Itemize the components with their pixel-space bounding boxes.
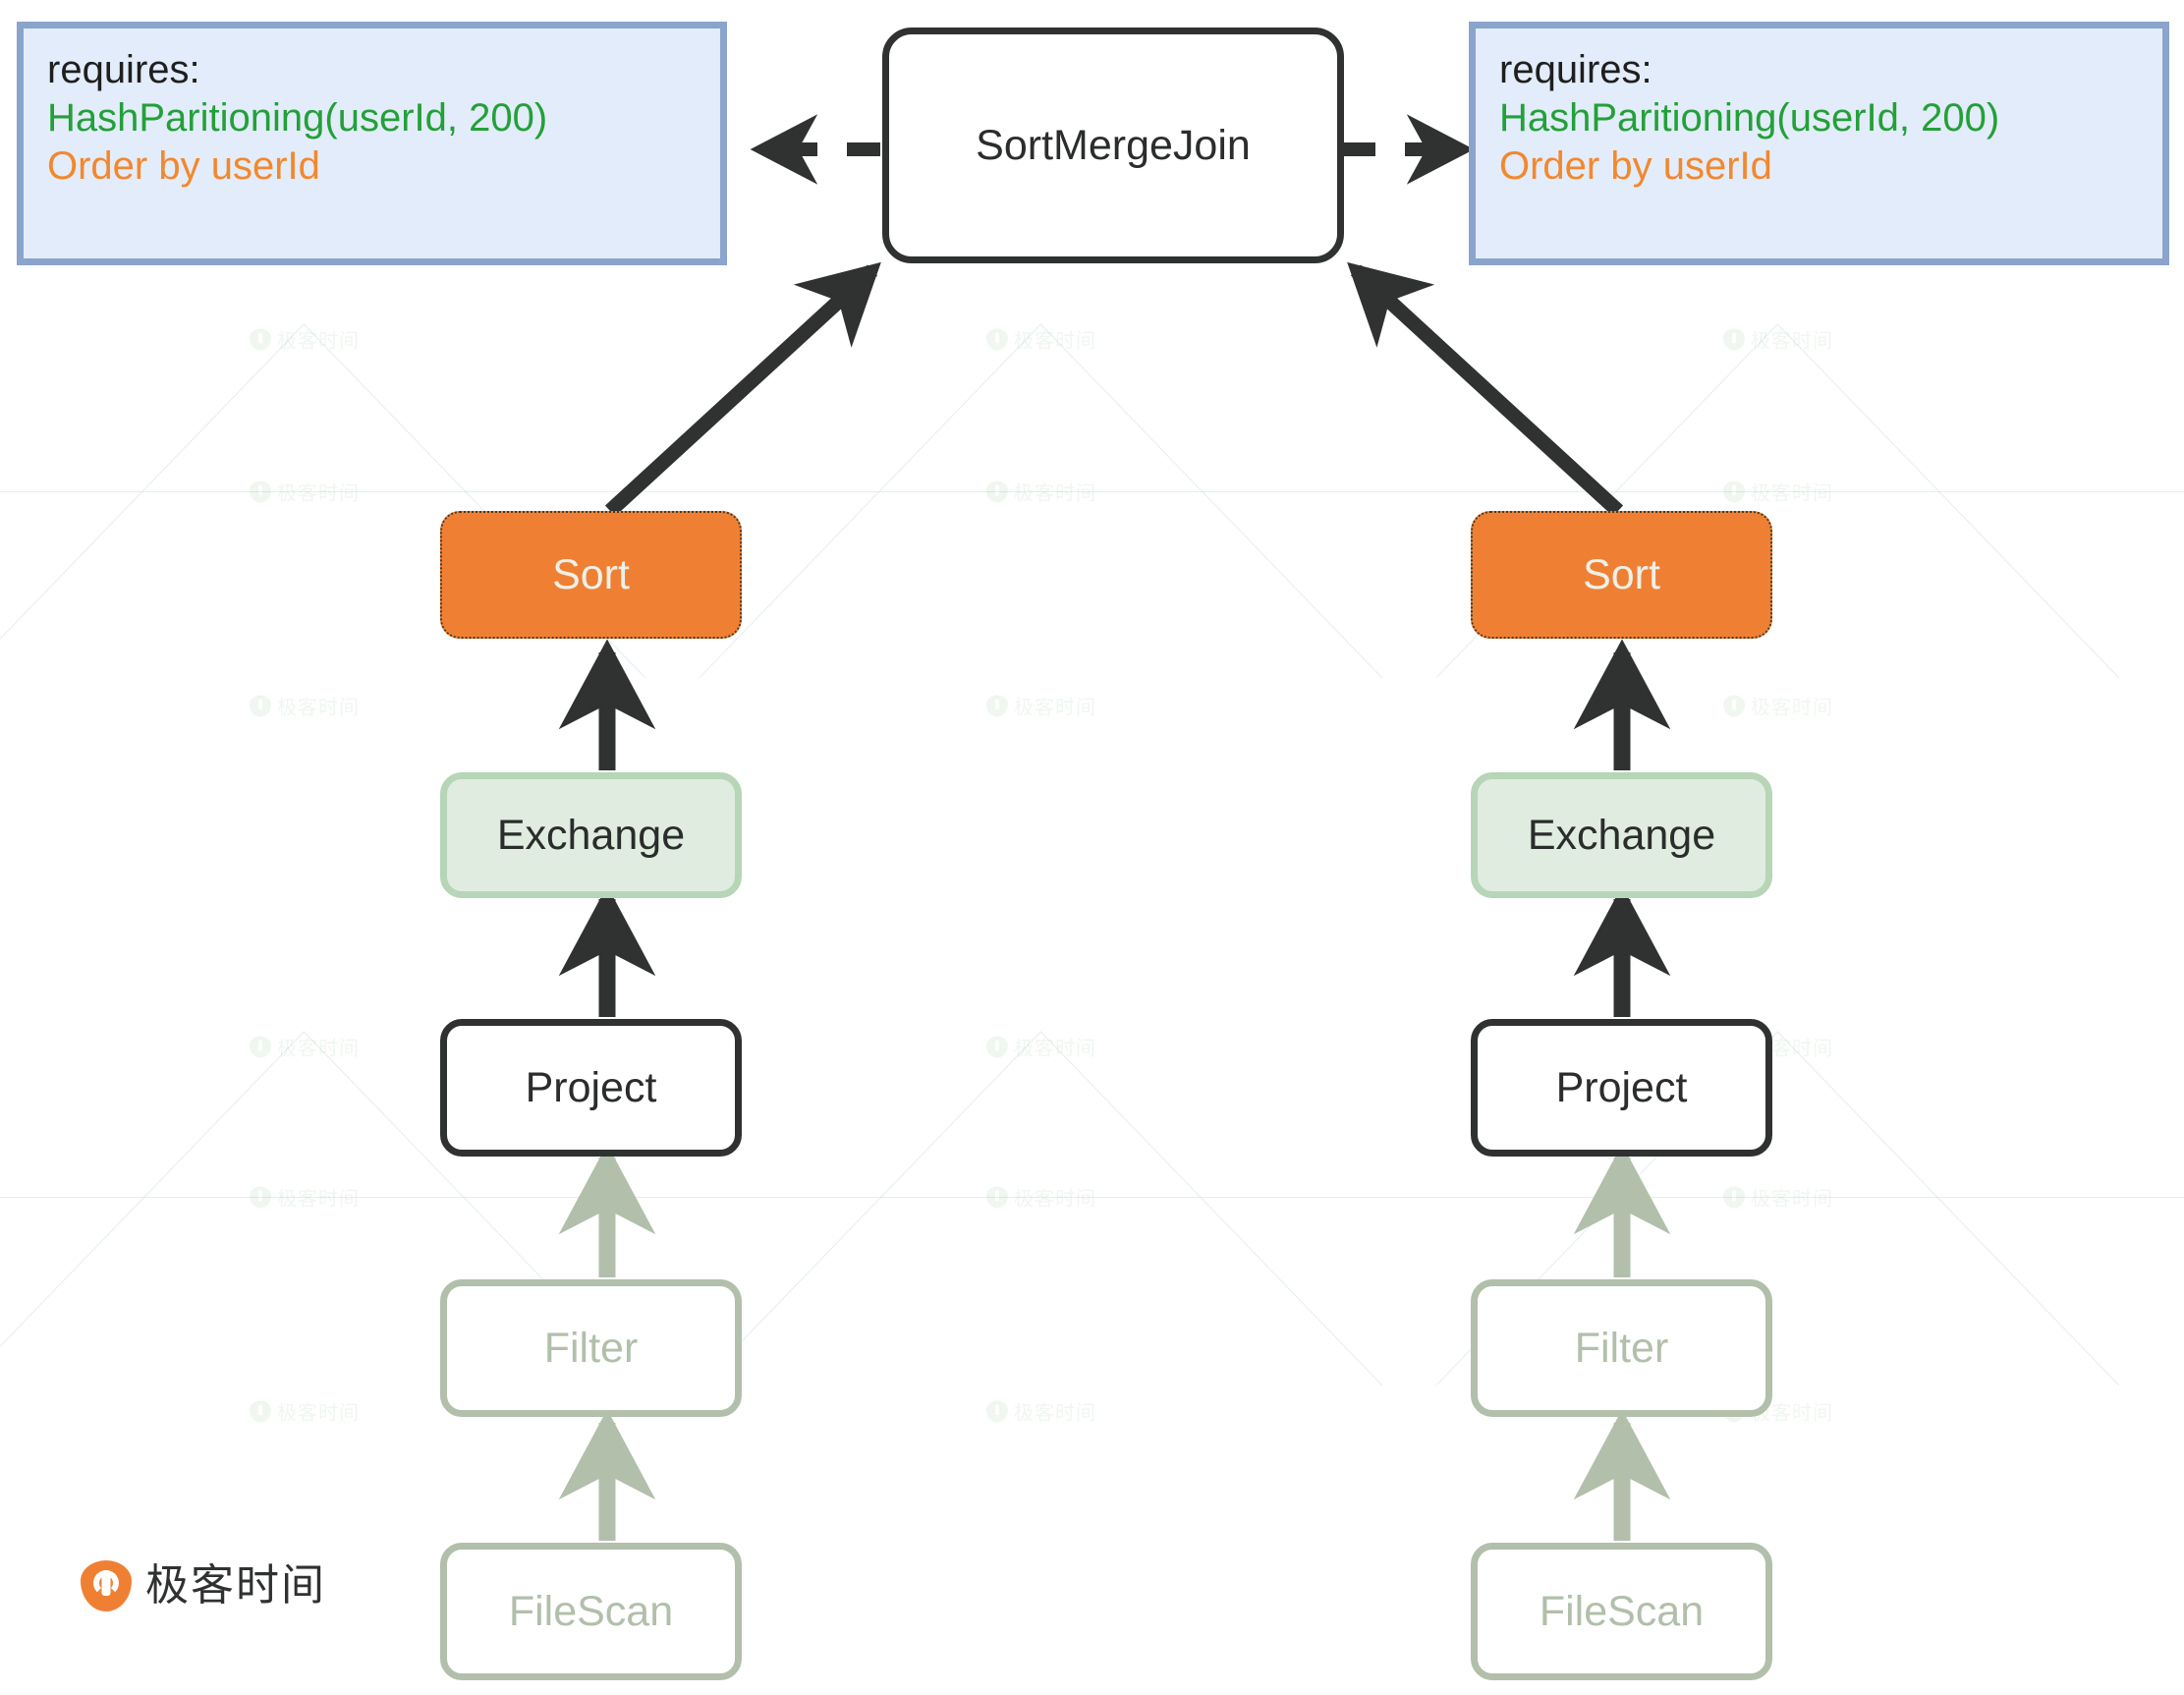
node-left-sort-label: Sort bbox=[552, 550, 630, 598]
geektime-logo-icon bbox=[81, 1560, 132, 1611]
edge-left-sort-to-join bbox=[604, 261, 881, 517]
watermark-text: 极客时间 bbox=[1751, 695, 1833, 719]
watermark-text: 极客时间 bbox=[277, 1186, 360, 1211]
node-left-project[interactable]: Project bbox=[440, 1019, 742, 1157]
node-right-filter[interactable]: Filter bbox=[1471, 1279, 1772, 1417]
node-right-exchange-label: Exchange bbox=[1527, 811, 1716, 859]
watermark-text: 极客时间 bbox=[1751, 328, 1833, 353]
watermark-text: 极客时间 bbox=[1014, 1036, 1096, 1060]
node-right-filescan-label: FileScan bbox=[1539, 1587, 1705, 1635]
callout-left-ordering: Order by userId bbox=[47, 143, 320, 188]
callout-right-ordering: Order by userId bbox=[1499, 143, 1772, 188]
watermark-text: 极客时间 bbox=[1014, 1186, 1096, 1211]
node-left-exchange[interactable]: Exchange bbox=[440, 772, 742, 898]
node-left-filter-label: Filter bbox=[543, 1324, 639, 1372]
requires-callout-right: requires: HashParitioning(userId, 200) O… bbox=[1469, 22, 2169, 265]
watermark-text: 极客时间 bbox=[277, 695, 360, 719]
callout-right-partitioning: HashParitioning(userId, 200) bbox=[1499, 95, 2000, 140]
watermark-text: 极客时间 bbox=[1014, 1400, 1096, 1425]
node-left-filescan-label: FileScan bbox=[508, 1587, 674, 1635]
watermark-text: 极客时间 bbox=[1751, 1186, 1833, 1211]
watermark-text: 极客时间 bbox=[277, 1400, 360, 1425]
node-right-sort[interactable]: Sort bbox=[1471, 511, 1772, 639]
node-sortmergejoin[interactable]: SortMergeJoin bbox=[882, 28, 1344, 263]
watermark-text: 极客时间 bbox=[1014, 328, 1096, 353]
node-left-exchange-label: Exchange bbox=[496, 811, 686, 859]
node-right-project[interactable]: Project bbox=[1471, 1019, 1772, 1157]
node-left-sort[interactable]: Sort bbox=[440, 511, 742, 639]
watermark-text: 极客时间 bbox=[1014, 695, 1096, 719]
geektime-logo: 极客时间 bbox=[81, 1560, 326, 1611]
callout-left-partitioning: HashParitioning(userId, 200) bbox=[47, 95, 548, 140]
geektime-logo-text: 极客时间 bbox=[145, 1560, 326, 1610]
node-right-project-label: Project bbox=[1555, 1063, 1688, 1111]
watermark-text: 极客时间 bbox=[277, 1036, 360, 1060]
node-right-sort-label: Sort bbox=[1583, 550, 1660, 598]
watermark-text: 极客时间 bbox=[1751, 480, 1833, 505]
watermark-text: 极客时间 bbox=[277, 328, 360, 353]
requires-callout-left: requires: HashParitioning(userId, 200) O… bbox=[17, 22, 727, 265]
node-left-project-label: Project bbox=[525, 1063, 657, 1111]
watermark-text: 极客时间 bbox=[1014, 480, 1096, 505]
node-sortmergejoin-label: SortMergeJoin bbox=[976, 121, 1251, 169]
edge-right-sort-to-join bbox=[1347, 261, 1624, 517]
watermark-text: 极客时间 bbox=[277, 480, 360, 505]
callout-left-requires-label: requires: bbox=[47, 48, 200, 91]
node-left-filter[interactable]: Filter bbox=[440, 1279, 742, 1417]
node-right-filter-label: Filter bbox=[1574, 1324, 1669, 1372]
node-right-filescan[interactable]: FileScan bbox=[1471, 1543, 1772, 1680]
node-left-filescan[interactable]: FileScan bbox=[440, 1543, 742, 1680]
callout-right-requires-label: requires: bbox=[1499, 48, 1652, 91]
node-right-exchange[interactable]: Exchange bbox=[1471, 772, 1772, 898]
